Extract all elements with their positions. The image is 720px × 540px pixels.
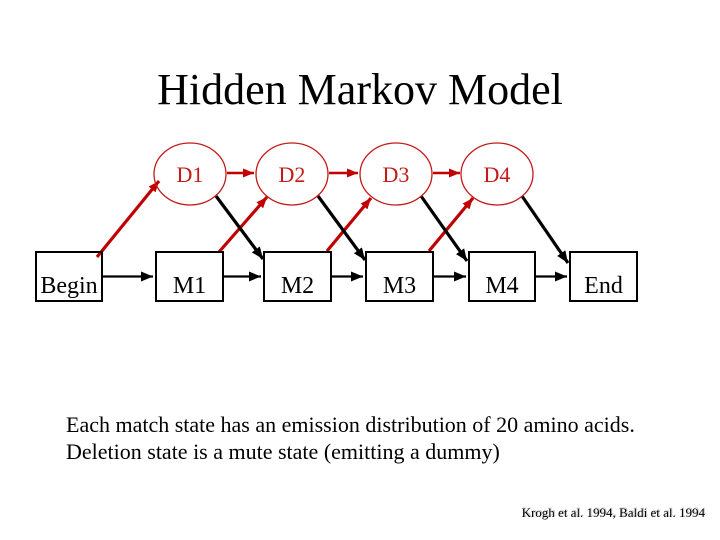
delete-state-d2-label: D2	[279, 162, 306, 187]
delete-state-d4	[460, 142, 534, 206]
transition-d2-m3	[316, 195, 367, 261]
match-state-m2-label: M2	[281, 273, 314, 299]
transition-d4-end	[520, 195, 570, 264]
match-state-m2	[263, 251, 332, 302]
delete-state-d3	[359, 142, 433, 206]
transition-m3-d4	[427, 196, 475, 253]
transition-d1-m2	[214, 195, 265, 260]
slide-title: Hidden Markov Model	[157, 65, 563, 114]
delete-state-d3-label: D3	[383, 162, 410, 187]
match-state-end	[569, 251, 638, 302]
match-state-end-label: End	[584, 273, 623, 299]
citation: Krogh et al. 1994, Baldi et al. 1994	[521, 505, 705, 520]
transition-m1-d2	[217, 195, 269, 254]
delete-state-d4-label: D4	[484, 162, 511, 187]
body-line-1: Each match state has an emission distrib…	[66, 412, 635, 437]
match-state-begin	[35, 251, 103, 302]
body-line-2: Deletion state is a mute state (emitting…	[66, 439, 500, 464]
match-state-begin-label: Begin	[40, 273, 97, 299]
match-state-m3-label: M3	[383, 273, 416, 299]
match-state-m3	[365, 251, 434, 302]
match-state-m1-label: M1	[173, 273, 206, 299]
match-state-m1	[155, 251, 224, 302]
transition-begin-d1	[95, 179, 161, 259]
delete-state-d1-label: D1	[177, 162, 204, 187]
delete-state-d1	[153, 142, 227, 206]
match-state-m4	[468, 251, 536, 302]
transition-m2-d3	[325, 196, 373, 253]
body-text: Each match state has an emission distrib…	[66, 411, 635, 465]
delete-state-d2	[255, 142, 329, 206]
transition-d3-m4	[419, 195, 469, 262]
match-state-m4-label: M4	[485, 273, 518, 299]
